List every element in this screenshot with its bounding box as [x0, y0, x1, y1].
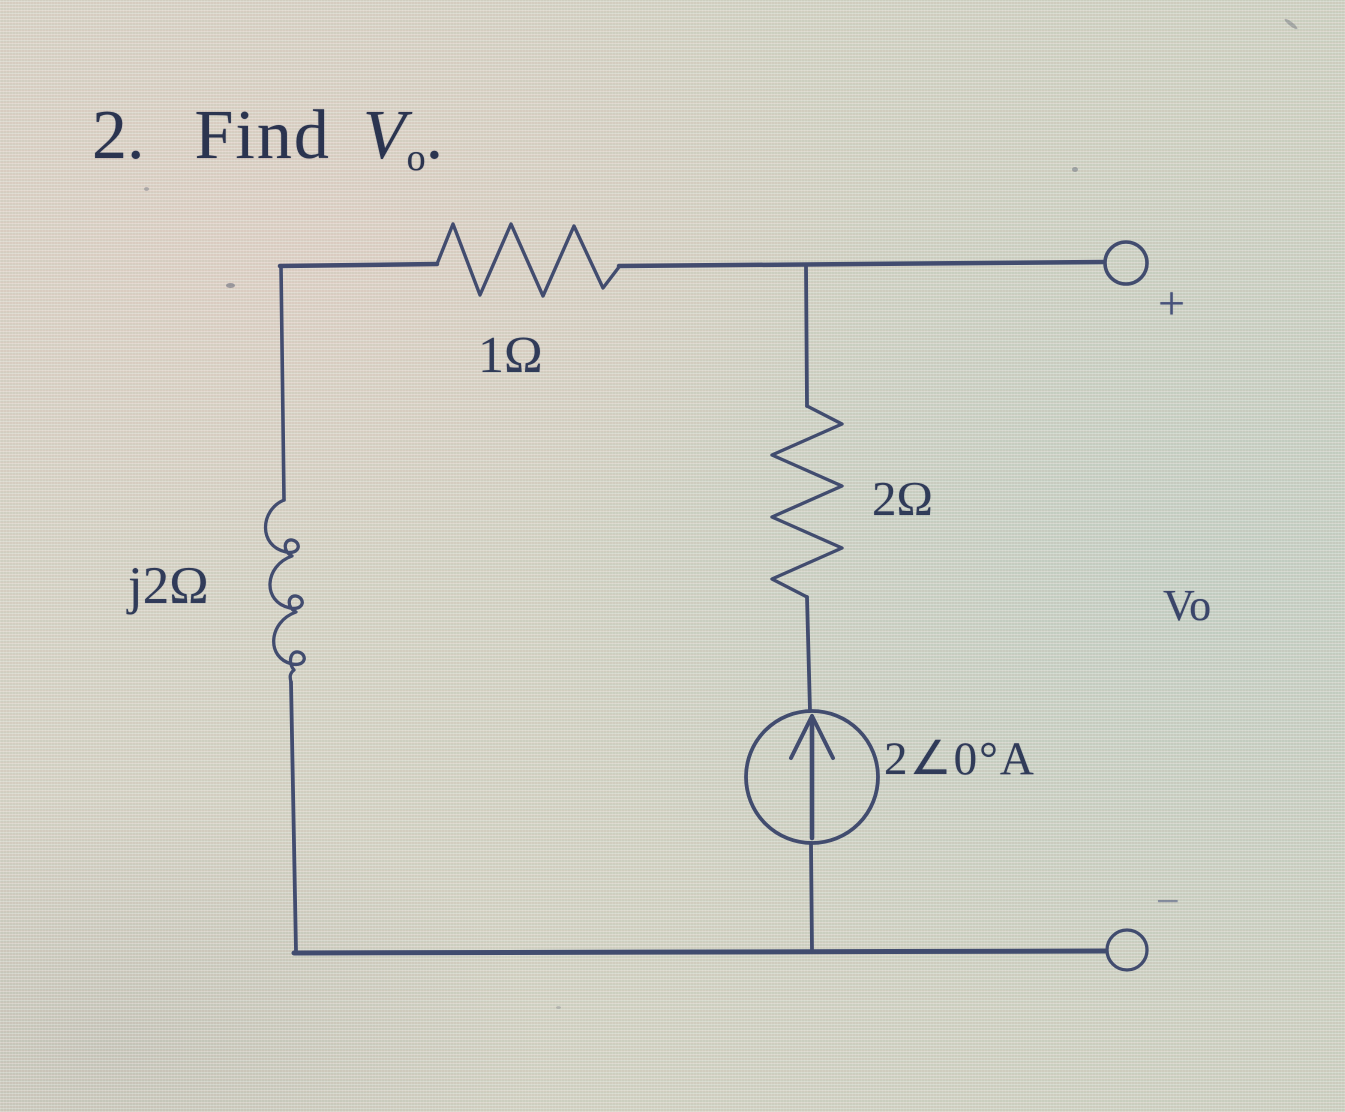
variable-symbol: V	[362, 97, 406, 174]
label-top-resistor: 1Ω	[478, 327, 543, 384]
wire-top-right	[616, 259, 1106, 269]
wire-middle-mid	[805, 595, 812, 713]
problem-title: 2. Find Vo.	[92, 96, 443, 180]
wire-middle-upper	[804, 264, 809, 408]
instruction-text: Find	[194, 97, 331, 174]
label-current-source: 2∠0°A	[884, 733, 1036, 785]
label-output-voltage: Vo	[1163, 581, 1212, 630]
problem-number: 2.	[92, 97, 145, 174]
wire-left-upper	[279, 264, 286, 502]
resistor-1ohm-icon	[435, 222, 621, 298]
polarity-plus-sign: +	[1158, 277, 1186, 330]
inductor-coil-icon	[263, 498, 306, 684]
polarity-minus-sign: −	[1156, 879, 1180, 925]
label-middle-resistor: 2Ω	[872, 471, 933, 526]
paper-speck	[1072, 167, 1078, 172]
wire-top-left	[277, 261, 440, 269]
title-period: .	[425, 97, 444, 174]
label-inductor: j2Ω	[128, 557, 209, 615]
paper-speck	[556, 1006, 561, 1009]
current-arrow-head-icon	[789, 714, 835, 760]
wire-bottom	[291, 948, 1109, 956]
resistor-2ohm-icon	[770, 404, 844, 599]
terminal-bottom-icon	[1105, 928, 1149, 972]
wire-left-lower	[289, 680, 298, 953]
terminal-top-icon	[1103, 240, 1149, 286]
paper-speck	[226, 283, 235, 288]
paper-speck	[144, 187, 149, 191]
variable-subscript: o	[406, 137, 426, 179]
wire-middle-lower	[809, 841, 814, 953]
